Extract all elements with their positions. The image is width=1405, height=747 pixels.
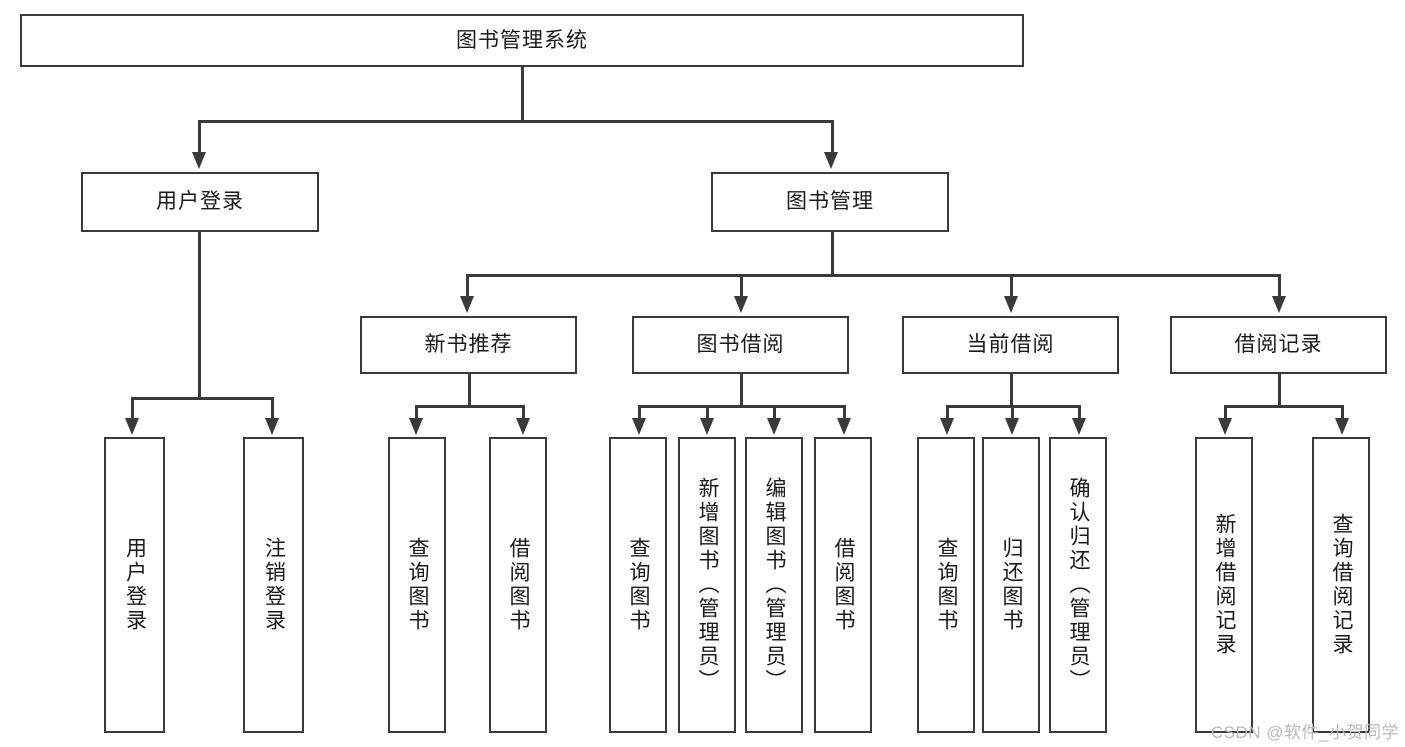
- node-root-label: 图书管理系统: [456, 28, 588, 52]
- arrow-new-book-rec-leaf-1: [409, 418, 423, 435]
- connector-borrow-record-bus: [1224, 405, 1341, 408]
- leaf-book-borrow-2[interactable]: 新增图书（管理员）: [678, 437, 736, 733]
- leaf-label: 编辑图书（管理员）: [763, 477, 787, 693]
- leaf-label: 确认归还（管理员）: [1067, 477, 1091, 693]
- arrow-book-manage-to-borrow-record: [1272, 296, 1286, 313]
- arrow-book-borrow-leaf-1: [632, 418, 646, 435]
- arrow-book-manage-to-new-book-rec: [460, 296, 474, 313]
- connector-borrow-record-drop-1: [1224, 405, 1227, 420]
- arrow-book-borrow-leaf-4: [837, 418, 851, 435]
- leaf-book-borrow-4[interactable]: 借阅图书: [814, 437, 872, 733]
- leaf-label: 用户登录: [123, 537, 147, 633]
- node-borrow-record-label: 借阅记录: [1234, 333, 1323, 357]
- arrow-borrow-record-leaf-2: [1335, 418, 1349, 435]
- arrow-borrow-record-leaf-1: [1218, 418, 1232, 435]
- leaf-label: 注销登录: [262, 537, 286, 633]
- node-new-book-rec-label: 新书推荐: [424, 333, 513, 357]
- node-new-book-rec[interactable]: 新书推荐: [360, 316, 577, 374]
- node-current-borrow[interactable]: 当前借阅: [902, 316, 1119, 374]
- leaf-label: 查询图书: [406, 537, 430, 633]
- arrow-root-to-book-manage: [824, 152, 838, 169]
- connector-book-manage-drop-1: [466, 274, 469, 298]
- connector-root-bus: [198, 120, 833, 123]
- leaf-current-borrow-2[interactable]: 归还图书: [982, 437, 1040, 733]
- leaf-book-borrow-1[interactable]: 查询图书: [609, 437, 667, 733]
- connector-book-borrow-stem: [740, 374, 743, 405]
- connector-current-borrow-stem: [1010, 374, 1013, 405]
- leaf-user-login-1[interactable]: 用户登录: [104, 437, 165, 733]
- leaf-label: 借阅图书: [832, 537, 856, 633]
- connector-new-book-rec-stem: [468, 374, 471, 405]
- node-user-login[interactable]: 用户登录: [81, 172, 319, 232]
- connector-book-manage-drop-2: [740, 274, 743, 298]
- leaf-label: 查询图书: [935, 537, 959, 633]
- connector-borrow-record-stem: [1278, 374, 1281, 405]
- node-borrow-record[interactable]: 借阅记录: [1170, 316, 1387, 374]
- connector-book-manage-drop-3: [1010, 274, 1013, 298]
- connector-new-book-rec-drop-2: [522, 405, 525, 420]
- arrow-user-login-leaf-1: [125, 418, 139, 435]
- leaf-current-borrow-1[interactable]: 查询图书: [917, 437, 975, 733]
- arrow-user-login-leaf-2: [265, 418, 279, 435]
- arrow-current-borrow-leaf-2: [1005, 418, 1019, 435]
- arrow-book-manage-to-book-borrow: [734, 296, 748, 313]
- connector-book-borrow-drop-2: [706, 405, 709, 420]
- connector-book-borrow-bus: [638, 405, 843, 408]
- connector-book-borrow-drop-4: [843, 405, 846, 420]
- connector-user-login-drop-1: [131, 397, 134, 420]
- leaf-new-book-rec-1[interactable]: 查询图书: [388, 437, 446, 733]
- leaf-label: 新增图书（管理员）: [696, 477, 720, 693]
- node-book-borrow[interactable]: 图书借阅: [632, 316, 849, 374]
- node-book-manage-label: 图书管理: [786, 190, 874, 214]
- node-book-manage[interactable]: 图书管理: [711, 172, 949, 232]
- connector-root-to-book-manage: [831, 120, 834, 156]
- connector-current-borrow-drop-3: [1078, 405, 1081, 420]
- connector-root-stem: [521, 67, 524, 120]
- arrow-root-to-user-login: [192, 152, 206, 169]
- connector-book-manage-bus: [466, 274, 1278, 277]
- connector-user-login-bus: [131, 397, 273, 400]
- arrow-book-borrow-leaf-2: [700, 418, 714, 435]
- node-user-login-label: 用户登录: [156, 190, 244, 214]
- leaf-book-borrow-3[interactable]: 编辑图书（管理员）: [745, 437, 803, 733]
- leaf-borrow-record-1[interactable]: 新增借阅记录: [1195, 437, 1253, 733]
- leaf-borrow-record-2[interactable]: 查询借阅记录: [1312, 437, 1370, 733]
- leaf-label: 查询借阅记录: [1330, 513, 1354, 657]
- leaf-label: 借阅图书: [507, 537, 531, 633]
- node-current-borrow-label: 当前借阅: [966, 333, 1055, 357]
- arrow-book-manage-to-current-borrow: [1004, 296, 1018, 313]
- connector-book-manage-stem: [831, 232, 834, 274]
- leaf-user-login-2[interactable]: 注销登录: [243, 437, 304, 733]
- connector-current-borrow-drop-1: [946, 405, 949, 420]
- leaf-current-borrow-3[interactable]: 确认归还（管理员）: [1049, 437, 1107, 733]
- leaf-label: 归还图书: [1000, 537, 1024, 633]
- node-root[interactable]: 图书管理系统: [20, 14, 1024, 67]
- arrow-current-borrow-leaf-3: [1072, 418, 1086, 435]
- arrow-current-borrow-leaf-1: [940, 418, 954, 435]
- connector-new-book-rec-drop-1: [415, 405, 418, 420]
- leaf-label: 新增借阅记录: [1213, 513, 1237, 657]
- watermark: CSDN @软件_小贺同学: [1210, 723, 1399, 742]
- arrow-new-book-rec-leaf-2: [516, 418, 530, 435]
- node-book-borrow-label: 图书借阅: [696, 333, 785, 357]
- connector-current-borrow-drop-2: [1011, 405, 1014, 420]
- connector-user-login-drop-2: [271, 397, 274, 420]
- connector-book-manage-drop-4: [1278, 274, 1281, 298]
- connector-new-book-rec-bus: [415, 405, 522, 408]
- connector-borrow-record-drop-2: [1341, 405, 1344, 420]
- leaf-label: 查询图书: [627, 537, 651, 633]
- connector-user-login-stem: [198, 232, 201, 397]
- connector-root-to-user-login: [198, 120, 201, 156]
- leaf-new-book-rec-2[interactable]: 借阅图书: [489, 437, 547, 733]
- connector-book-borrow-drop-1: [638, 405, 641, 420]
- arrow-book-borrow-leaf-3: [767, 418, 781, 435]
- connector-book-borrow-drop-3: [773, 405, 776, 420]
